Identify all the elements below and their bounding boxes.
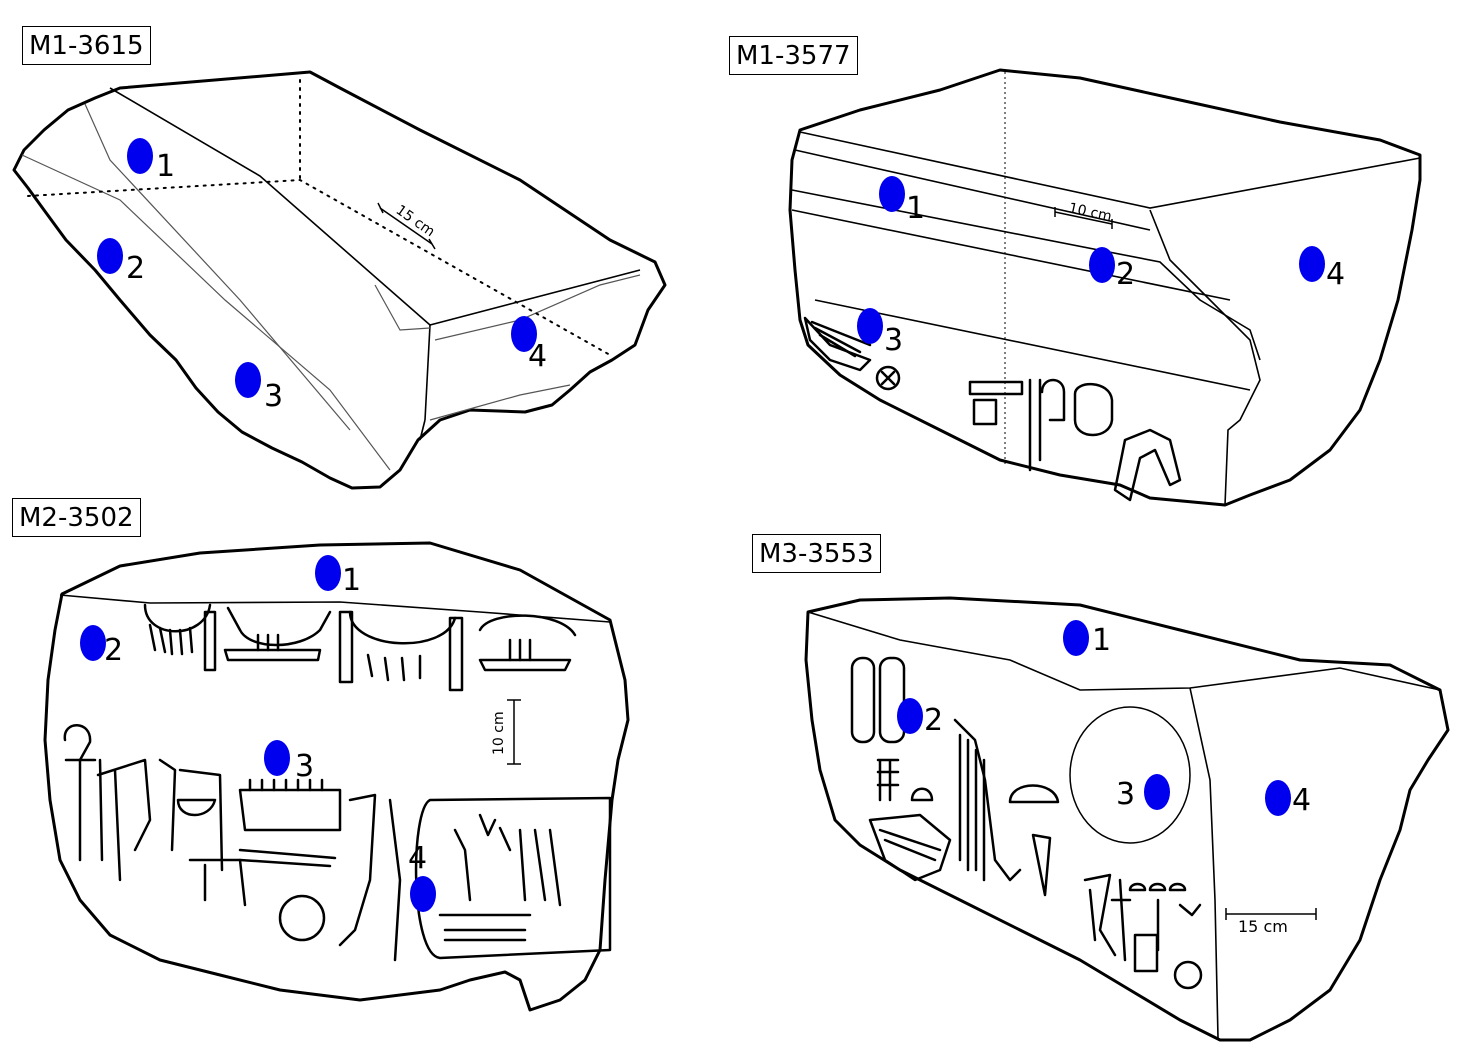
marker-dot xyxy=(879,176,905,212)
scale-bar-m2-3502: 10 cm xyxy=(491,699,521,765)
panel-label-m3-3553: M3-3553 xyxy=(752,534,881,573)
marker-dot xyxy=(315,555,341,591)
marker-label: 3 xyxy=(295,749,314,784)
marker-dot xyxy=(1299,246,1325,282)
panel-label-m2-3502: M2-3502 xyxy=(12,498,141,537)
marker-dot xyxy=(410,876,436,912)
marker-label: 3 xyxy=(884,323,903,358)
block-m1-3615: 15 cm 1 2 3 4 xyxy=(12,70,667,490)
marker-dot xyxy=(897,698,923,734)
block-m3-3553: 15 cm 1 2 3 4 xyxy=(804,596,1450,1042)
block-outline xyxy=(43,541,630,1012)
marker-label: 1 xyxy=(156,149,175,184)
marker-dot xyxy=(235,362,261,398)
marker-dot xyxy=(1063,620,1089,656)
carving-upper-register xyxy=(143,603,577,692)
marker-label: 3 xyxy=(1116,777,1135,812)
marker-label: 2 xyxy=(126,251,145,286)
marker-label: 1 xyxy=(906,191,925,226)
marker-label: 4 xyxy=(528,339,547,374)
block-m2-3502: 10 cm 1 2 3 4 xyxy=(43,541,630,1012)
marker-label: 4 xyxy=(408,841,427,876)
marker-dot xyxy=(264,740,290,776)
block-m1-3577: 10 cm 1 2 3 4 xyxy=(788,68,1422,507)
marker-label: 2 xyxy=(104,633,123,668)
marker-dot xyxy=(1265,780,1291,816)
marker-dot xyxy=(1089,247,1115,283)
marker-label: 3 xyxy=(264,379,283,414)
marker-label: 2 xyxy=(1116,257,1135,292)
block-outline xyxy=(788,68,1422,507)
block-outline xyxy=(804,596,1450,1042)
marker-label: 1 xyxy=(1092,623,1111,658)
block-outline xyxy=(12,70,667,490)
marker-dot xyxy=(127,138,153,174)
panel-label-m1-3577: M1-3577 xyxy=(729,36,858,75)
marker-dot xyxy=(80,625,106,661)
scale-label: 15 cm xyxy=(1238,917,1288,936)
carving-group xyxy=(850,656,1203,990)
scale-bar-m3-3553: 15 cm xyxy=(1225,908,1317,936)
carving-group xyxy=(803,316,1182,502)
marker-label: 4 xyxy=(1292,783,1311,818)
carving-lower-register xyxy=(63,724,612,962)
marker-label: 1 xyxy=(342,563,361,598)
marker-dot xyxy=(511,316,537,352)
marker-label: 4 xyxy=(1326,257,1345,292)
marker-dot xyxy=(857,308,883,344)
panel-label-m1-3615: M1-3615 xyxy=(22,26,151,65)
marker-dot xyxy=(97,238,123,274)
scale-label: 10 cm xyxy=(491,711,507,755)
marker-dot xyxy=(1144,774,1170,810)
marker-label: 2 xyxy=(924,703,943,738)
